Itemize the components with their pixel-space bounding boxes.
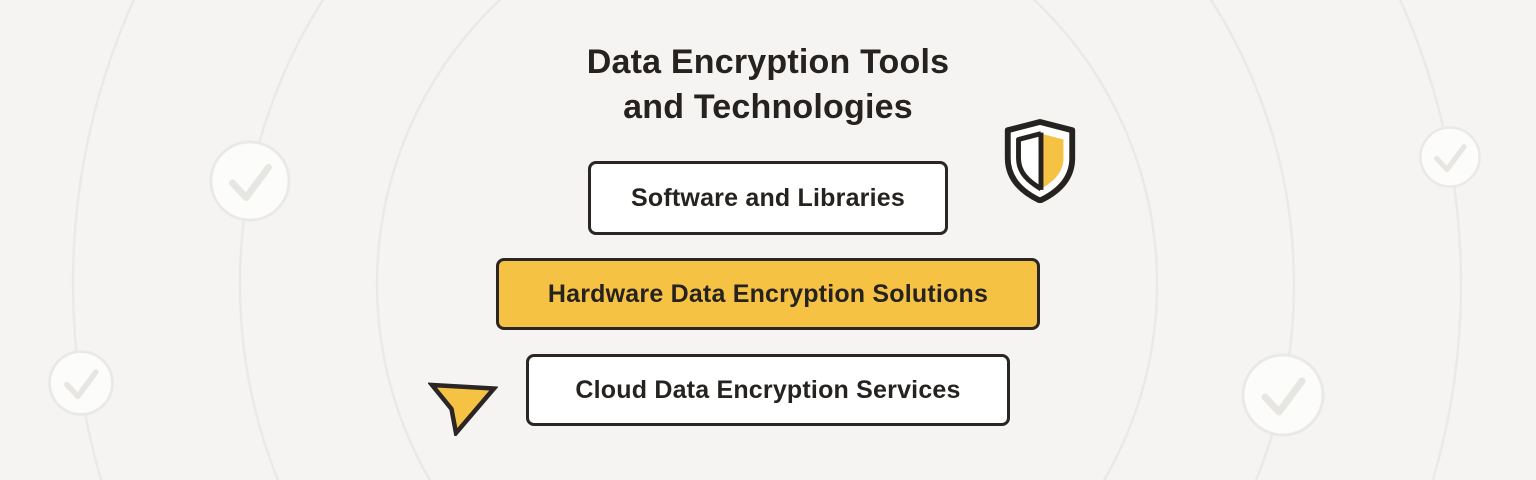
- node-label: Software and Libraries: [631, 183, 905, 212]
- check-circle-icon: [209, 140, 291, 222]
- page-title-line1: Data Encryption Tools: [586, 43, 950, 81]
- shield-icon: [1000, 119, 1080, 204]
- node-label: Hardware Data Encryption Solutions: [547, 279, 989, 308]
- check-circle-icon: [1241, 353, 1325, 437]
- node-cloud-data-encryption-services: Cloud Data Encryption Services: [526, 354, 1010, 426]
- node-label: Cloud Data Encryption Services: [575, 375, 961, 404]
- cursor-arrow-icon: [427, 376, 499, 439]
- node-software-and-libraries: Software and Libraries: [588, 161, 948, 235]
- node-hardware-data-encryption-solutions: Hardware Data Encryption Solutions: [496, 258, 1040, 330]
- page-title-line2: and Technologies: [623, 88, 913, 126]
- page-title: Data Encryption Tools and Technologies: [0, 40, 1536, 130]
- check-circle-icon: [1419, 126, 1481, 188]
- check-circle-icon: [48, 350, 114, 416]
